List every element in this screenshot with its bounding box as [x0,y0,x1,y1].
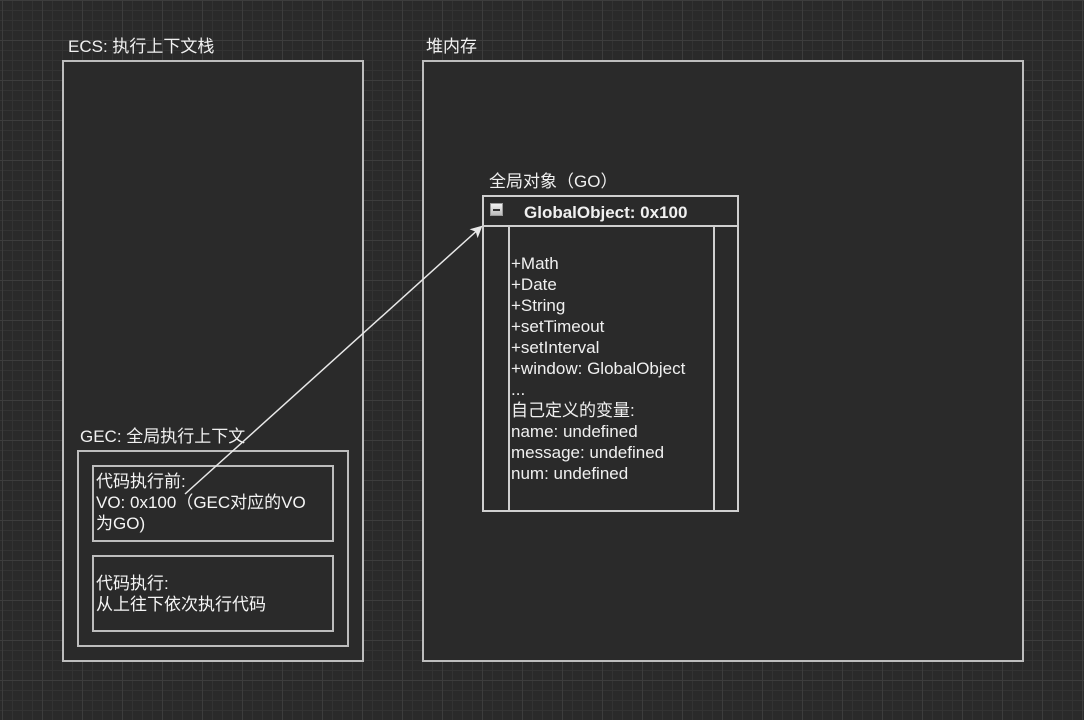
class-member: num: undefined [511,464,629,483]
class-member: +window: GlobalObject [511,359,686,378]
before-exec-line-2: VO: 0x100（GEC对应的VO [96,493,306,512]
exec-line-2: 从上往下依次执行代码 [96,595,266,614]
class-left-divider [508,227,510,510]
before-exec-line-1: 代码执行前: [96,472,186,491]
collapse-minus-icon[interactable] [490,203,503,216]
before-exec-line-3: 为GO) [96,514,146,533]
class-member: +setInterval [511,338,600,357]
class-member: ... [511,380,526,399]
class-member: +Date [511,275,557,294]
global-object-class-title: GlobalObject: 0x100 [524,203,688,222]
class-member: message: undefined [511,443,665,462]
class-member: +setTimeout [511,317,605,336]
class-member: name: undefined [511,422,638,441]
heap-title: 堆内存 [426,37,477,56]
class-member: 自己定义的变量: [511,401,635,420]
class-member: +Math [511,254,559,273]
global-object-label: 全局对象（GO） [489,172,618,191]
global-object-class[interactable]: GlobalObject: 0x100 +Math +Date +String +se… [482,195,739,512]
before-exec-box[interactable]: 代码执行前: VO: 0x100（GEC对应的VO 为GO) [92,465,334,542]
global-object-members: +Math +Date +String +setTimeout +setInterval… [511,253,685,484]
gec-title: GEC: 全局执行上下文 [80,427,246,446]
ecs-title: ECS: 执行上下文栈 [68,37,215,56]
class-member: +String [511,296,566,315]
exec-box[interactable]: 代码执行: 从上往下依次执行代码 [92,555,334,632]
exec-line-1: 代码执行: [96,574,169,593]
global-object-class-header[interactable]: GlobalObject: 0x100 [484,197,737,227]
class-right-divider [713,227,715,510]
